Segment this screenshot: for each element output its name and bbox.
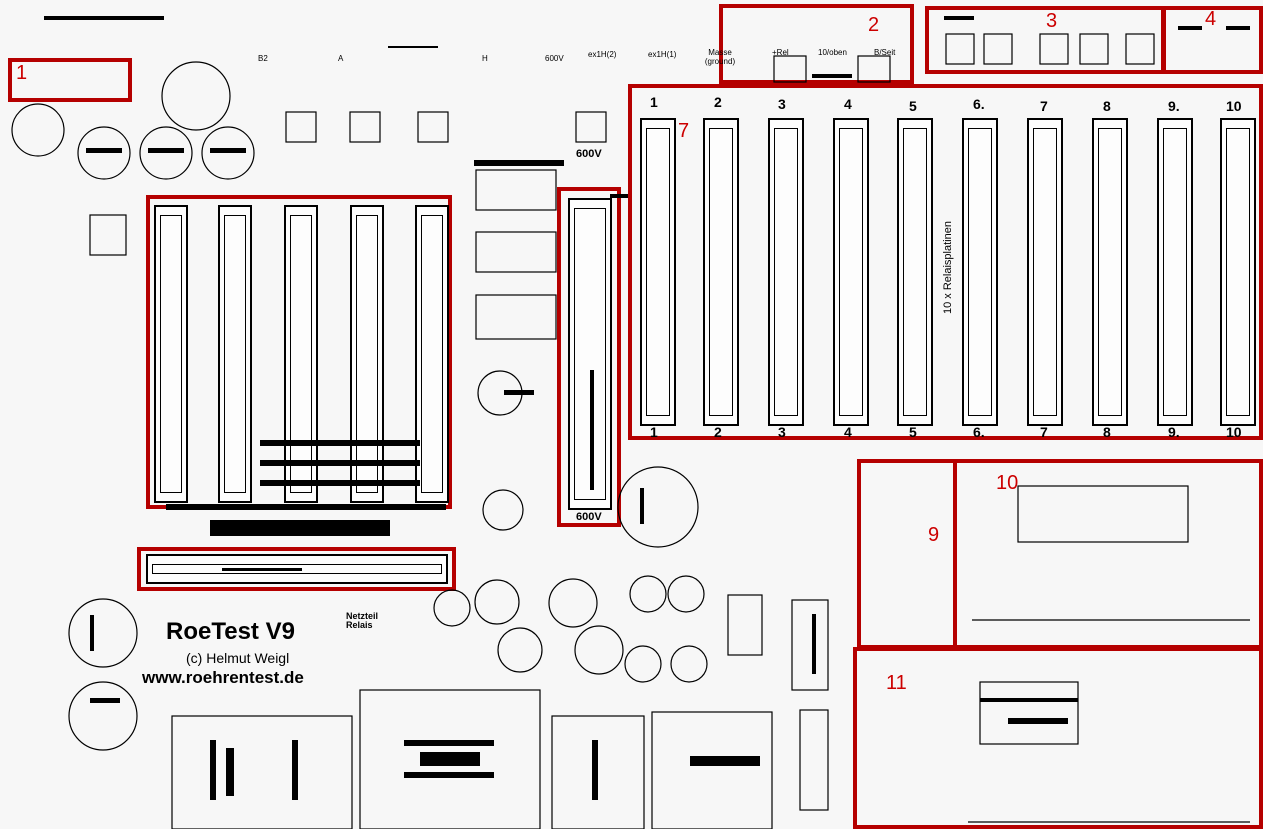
relay-socket-8: [1092, 118, 1128, 426]
relay-slot-bottom-7: 7: [1040, 424, 1048, 440]
region-6-box: [557, 187, 621, 527]
relay-socket-7: [1027, 118, 1063, 426]
region-3-label: 3: [1046, 10, 1058, 32]
relay-slot-top-10: 10: [1226, 98, 1242, 114]
region-2-box: [719, 4, 914, 84]
board-copyright: (c) Helmut Weigl: [186, 650, 290, 666]
relay-slot-top-3: 3: [778, 96, 786, 112]
region-4-box: [1162, 6, 1263, 74]
label-ex1h2: ex1H(2): [588, 50, 617, 59]
label-masse: Masse (ground): [704, 48, 736, 66]
relay-socket-10: [1220, 118, 1256, 426]
region-11-label: 11: [886, 672, 907, 694]
label-rel: +Rel: [772, 48, 789, 57]
relay-slot-bottom-1: 1: [650, 424, 658, 440]
relay-socket-1: [640, 118, 676, 426]
socket-5d: [350, 205, 384, 503]
region-9-box: [857, 459, 957, 649]
relay-socket-6: [962, 118, 998, 426]
relay-slot-top-8: 8: [1103, 98, 1111, 114]
socket-5b: [218, 205, 252, 503]
relay-slot-bottom-2: 2: [714, 424, 722, 440]
relay-slot-bottom-4: 4: [844, 424, 852, 440]
region-7-label: 7: [678, 120, 690, 142]
label-b-seit: B/Seit: [874, 48, 896, 57]
relay-slot-top-9: 9.: [1168, 98, 1180, 114]
relay-socket-4: [833, 118, 869, 426]
label-a: A: [338, 54, 344, 63]
relay-slot-top-7: 7: [1040, 98, 1048, 114]
socket-5a: [154, 205, 188, 503]
label-10-oben: 10/oben: [818, 48, 847, 57]
region-2-label: 2: [868, 14, 880, 36]
relay-boards-label: 10 x Relaisplatinen: [942, 221, 954, 314]
relay-slot-top-4: 4: [844, 96, 852, 112]
label-ex1h1: ex1H(1): [648, 50, 677, 59]
region-11-box: [853, 647, 1263, 829]
relay-slot-bottom-6: 6.: [973, 424, 985, 440]
relay-socket-3: [768, 118, 804, 426]
socket-6: [568, 198, 612, 510]
board-url: www.roehrentest.de: [142, 668, 304, 687]
label-600v-b: 600V: [576, 511, 602, 523]
relay-slot-top-2: 2: [714, 94, 722, 110]
region-3-box: [925, 6, 1165, 74]
relay-slot-bottom-3: 3: [778, 424, 786, 440]
relay-socket-9: [1157, 118, 1193, 426]
region-8-box: [137, 547, 456, 591]
label-600v-top: 600V: [545, 54, 564, 63]
region-1-label: 1: [16, 62, 28, 84]
label-h: H: [482, 54, 488, 63]
relay-slot-top-1: 1: [650, 94, 658, 110]
region-10-label: 10: [996, 472, 1019, 494]
relay-slot-bottom-10: 10: [1226, 424, 1242, 440]
label-600v-a: 600V: [576, 148, 602, 160]
socket-5e: [415, 205, 449, 503]
region-4-label: 4: [1205, 8, 1217, 30]
relay-slot-bottom-5: 5: [909, 424, 917, 440]
relay-socket-2: [703, 118, 739, 426]
netzteil-relais-label: Netzteil Relais: [346, 611, 379, 630]
region-1-box: [8, 58, 132, 102]
label-b2: B2: [258, 54, 268, 63]
socket-8: [146, 554, 448, 584]
region-7-box: [628, 84, 1263, 440]
region-9-label: 9: [928, 524, 940, 546]
relay-socket-5: [897, 118, 933, 426]
socket-5c: [284, 205, 318, 503]
relay-slot-bottom-8: 8: [1103, 424, 1111, 440]
relay-slot-top-5: 5: [909, 98, 917, 114]
relay-slot-bottom-9: 9.: [1168, 424, 1180, 440]
relay-slot-top-6: 6.: [973, 96, 985, 112]
board-title: RoeTest V9: [166, 618, 295, 645]
